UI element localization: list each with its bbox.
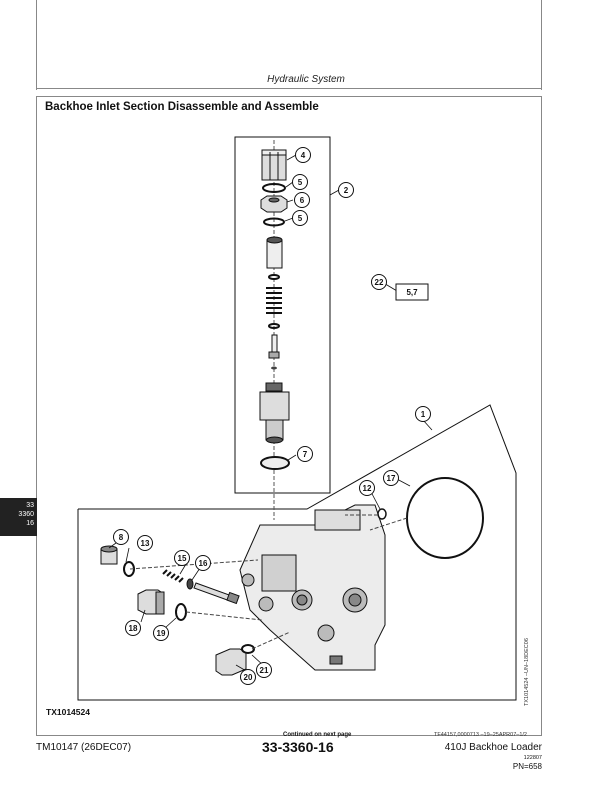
plug-part-8 [100,545,118,565]
header-rule [36,88,542,89]
section-tab: 33 3360 16 [0,498,37,536]
left-margin-rule [36,0,37,90]
tab-line-1: 33 [26,502,34,509]
content-left-rule [36,96,37,736]
callout-21: 21 [260,666,269,675]
callout-8: 8 [119,533,124,542]
callout-19: 19 [157,629,166,638]
body-group-box [77,404,517,701]
callout-7: 7 [303,450,308,459]
washer-part-16 [186,578,194,590]
running-header: Hydraulic System [267,74,345,85]
reference-box [395,283,429,301]
spring-part [266,287,282,314]
callout-4: 4 [301,151,306,160]
callout-13: 13 [141,539,150,548]
callout-22: 22 [375,278,384,287]
figure-side-code: TX1014524 –UN–18DEC06 [524,638,530,706]
o-ring-part-12 [377,508,387,520]
figure-id: TX1014524 [46,707,90,717]
continued-note: Continued on next page [283,732,352,738]
jam-nut-part [260,195,288,213]
callout-18: 18 [129,624,138,633]
cap-nut-part [261,149,287,181]
o-ring-part-top [262,183,286,193]
callout-17: 17 [387,474,396,483]
cartridge-body-part [259,382,290,444]
tab-line-2: 3360 [18,511,34,518]
backup-ring-part [260,456,290,470]
callout-2: 2 [344,186,349,195]
poppet-part [268,334,280,359]
inlet-housing-part [239,504,386,671]
callout-6: 6 [300,196,305,205]
product-name: 410J Backhoe Loader [444,742,542,753]
callout-16: 16 [199,559,208,568]
page-pn: PN=658 [512,762,542,771]
callout-1: 1 [421,410,426,419]
plug-part-20 [215,648,247,676]
callout-20: 20 [244,673,253,682]
tab-line-3: 16 [26,520,34,527]
reference-code: TF44157,0000713 –19–25APR07–1/2 [434,732,527,738]
content-top-rule [36,96,542,97]
sleeve-part [266,236,283,269]
callout-circles [113,147,431,685]
check-valve-part [193,582,240,605]
o-ring-part-21 [241,644,255,654]
page-number: 33-3360-16 [262,739,334,755]
content-right-rule [541,96,542,736]
o-ring-part-17 [406,477,484,559]
callout-5-lower: 5 [298,214,303,223]
callout-12: 12 [363,484,372,493]
spring-part-15 [162,569,184,583]
content-bottom-rule [36,735,542,736]
callout-5-upper: 5 [298,178,303,187]
o-ring-part-lower [263,217,285,227]
right-margin-rule [541,0,542,90]
manual-id: TM10147 (26DEC07) [36,742,132,753]
o-ring-part-19 [175,603,187,621]
cartridge-group-box [234,136,331,494]
reference-box-label: 5,7 [406,288,418,297]
plug-part-18 [137,589,165,615]
section-title: Backhoe Inlet Section Disassemble and As… [45,101,319,113]
product-date: 122807 [523,755,542,761]
callout-15: 15 [178,554,187,563]
